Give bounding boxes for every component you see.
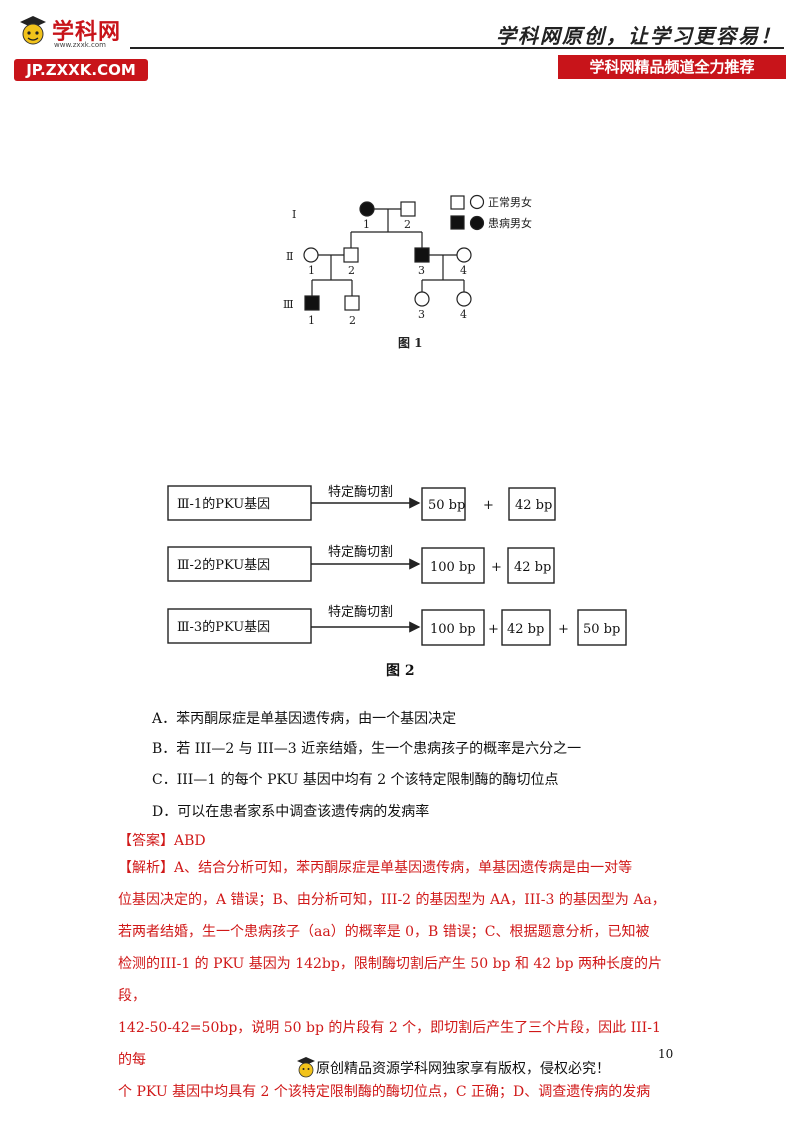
label-III4: 4 [460,308,467,321]
header-slogan: 学科网原创，让学习更容易！ [496,24,782,48]
row2-frag1-box [421,547,485,584]
label-II2: 2 [348,264,355,277]
row1-frag1: 50 bp [428,498,465,513]
answer-line: 【答案】ABD [118,830,206,850]
row1-frag1-box [421,487,466,521]
analysis-line-3: 若两者结婚，生一个患病孩子（aa）的概率是 0，B 错误；C、根据题意分析，已知… [118,924,650,940]
row2-frag2-box [507,547,555,584]
row1-frag2-box [508,487,556,521]
legend-normal-label: 正常男女 [488,195,532,209]
row3-source-box [167,608,312,644]
logo-mascot-icon [18,14,48,48]
analysis-line-4: 检测的III-1 的 PKU 基因为 142bp，限制酶切割后产生 50 bp … [118,956,663,1004]
option-a: A．苯丙酮尿症是单基因遗传病，由一个基因决定 [152,711,457,727]
legend-affected-female-icon [469,215,485,231]
pedigree-figure: I Ⅱ Ⅲ 1 2 1 2 3 4 1 2 3 4 正常男女 患病男女 图 1 [283,194,532,350]
pedigree-I1-affected-female [359,201,375,217]
gen-label-III: Ⅲ [283,298,294,311]
row1-source-box [167,485,312,521]
label-III2: 2 [349,314,356,327]
pedigree-III1-affected-male [304,295,320,311]
label-II4: 4 [460,264,467,277]
label-III1: 1 [308,314,315,327]
analysis-label: 【解析】 [118,860,174,876]
label-II1: 1 [308,264,315,277]
option-b: B．若 III—2 与 III—3 近亲结婚，生一个患病孩子的概率是六分之一 [152,741,582,757]
row1-plus: + [483,498,494,513]
row2-source: Ⅲ-2的PKU基因 [177,557,270,573]
analysis-line-1: 【解析】A、结合分析可知，苯丙酮尿症是单基因遗传病，单基因遗传病是由一对等 [118,852,674,884]
pedigree-III2-normal-male [344,295,360,311]
legend-affected-label: 患病男女 [488,216,532,230]
gen-label-II: Ⅱ [286,250,293,263]
pedigree-I2-normal-male [400,201,416,217]
page-number: 10 [658,1047,674,1061]
label-I1: 1 [363,218,370,231]
row1-source: Ⅲ-1的PKU基因 [177,496,270,512]
label-III3: 3 [418,308,425,321]
analysis-paragraph: 【解析】A、结合分析可知，苯丙酮尿症是单基因遗传病，单基因遗传病是由一对等 位基… [118,852,674,1108]
row3-plus1: + [488,622,499,637]
pedigree-II2-normal-male [343,247,359,263]
row3-plus2: + [558,622,569,637]
legend-normal-male-icon [450,195,465,210]
row3-frag1-box [421,609,485,646]
analysis-line-2: 位基因决定的，A 错误；B、由分析可知，III-2 的基因型为 AA，III-3… [118,892,666,908]
row2-frag2: 42 bp [514,560,551,575]
row1-arrow-label: 特定酶切割 [328,484,393,500]
row1-frag2: 42 bp [515,498,552,513]
pedigree-III3-normal-female [414,291,430,307]
pedigree-II4-normal-female [456,247,472,263]
option-c: C．III—1 的每个 PKU 基因中均有 2 个该特定限制酶的酶切位点 [152,772,559,788]
analysis-line-6: 个 PKU 基因中均具有 2 个该特定限制酶的酶切位点，C 正确；D、调查遗传病… [118,1084,651,1100]
label-II3: 3 [418,264,425,277]
analysis-line-5: 142-50-42=50bp，说明 50 bp 的片段有 2 个，即切割后产生了… [118,1020,661,1068]
gen-label-I: I [292,208,296,221]
analysis-text-1: A、结合分析可知，苯丙酮尿症是单基因遗传病，单基因遗传病是由一对等 [174,860,633,876]
label-I2: 2 [404,218,411,231]
row3-frag1: 100 bp [430,622,476,637]
row3-frag2-box [501,609,551,646]
pedigree-II3-affected-male [414,247,430,263]
row2-source-box [167,546,312,582]
row2-frag1: 100 bp [430,560,476,575]
row2-plus: + [491,560,502,575]
pedigree-II1-normal-female [303,247,319,263]
header-rule [130,47,784,49]
logo-url: www.zxxk.com [54,41,106,49]
row3-source: Ⅲ-3的PKU基因 [177,619,270,635]
row3-arrow-label: 特定酶切割 [328,604,393,620]
answer-value: ABD [174,833,206,849]
header-tagline: 学科网精品频道全力推荐 [558,55,786,79]
answer-label: 【答案】 [118,833,174,849]
row2-arrow-label: 特定酶切割 [328,544,393,560]
option-d: D．可以在患者家系中调查该遗传病的发病率 [152,804,430,820]
pedigree-III4-normal-female [456,291,472,307]
figure2-caption: 图 2 [386,663,415,679]
logo-name: 学科网 [52,20,122,45]
legend-normal-female-icon [469,194,485,210]
footer-copyright: 原创精品资源学科网独家享有版权，侵权必究！ [316,1061,610,1077]
figure1-caption: 图 1 [398,336,423,350]
legend-affected-male-icon [450,215,465,230]
digest-figure: Ⅲ-1的PKU基因 特定酶切割 50 bp + 42 bp Ⅲ-2的PKU基因 … [167,484,627,679]
row3-frag3-box [577,609,627,646]
row3-frag2: 42 bp [507,622,544,637]
footer-mascot-icon [296,1056,316,1078]
site-badge: JP.ZXXK.COM [14,59,148,81]
row3-frag3: 50 bp [583,622,620,637]
